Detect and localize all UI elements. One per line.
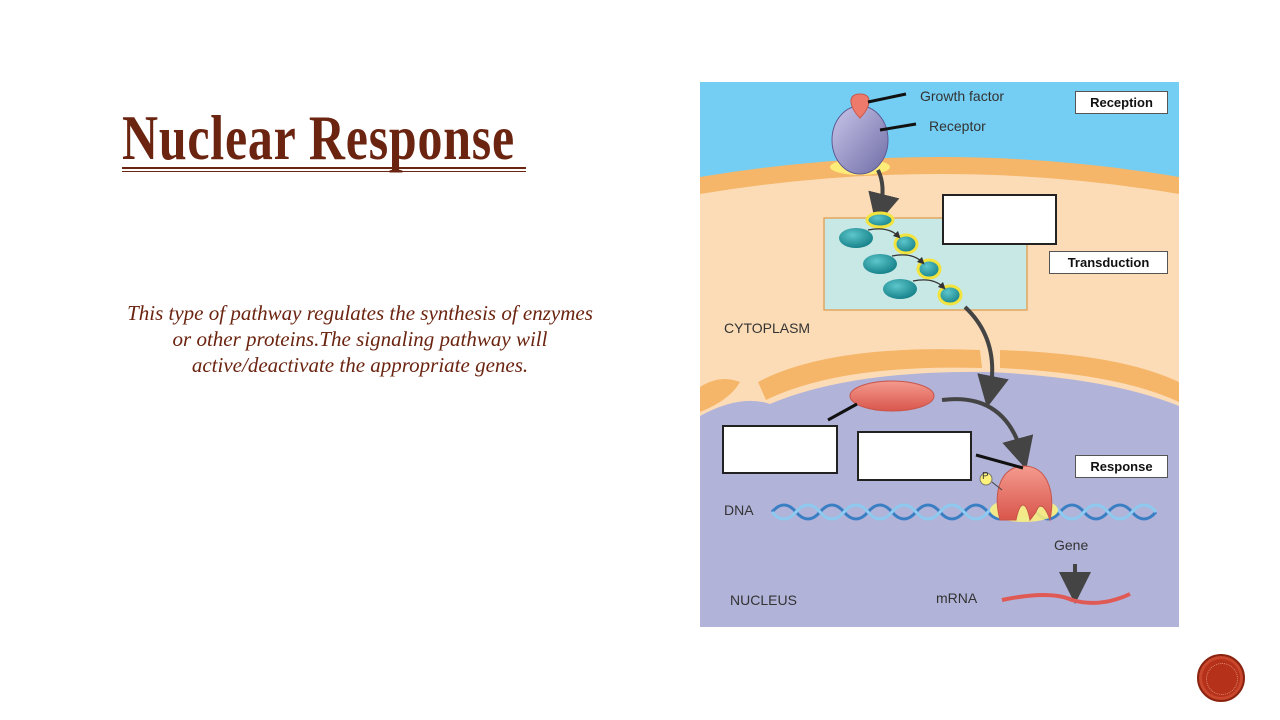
stage-reception-label: Reception (1075, 91, 1168, 114)
growth-factor-label: Growth factor (920, 88, 1005, 104)
nuclear-envelope-center (758, 349, 982, 400)
nuclear-envelope-right (1000, 350, 1179, 402)
blank-label-box-relay (942, 194, 1057, 245)
dna-label: DNA (724, 502, 754, 518)
slide-nav-button[interactable] (1197, 654, 1245, 702)
slide-body-text: This type of pathway regulates the synth… (127, 301, 593, 377)
blank-label-box-active-factor (857, 431, 972, 481)
mrna-label: mRNA (936, 590, 978, 606)
nucleus-label: NUCLEUS (730, 592, 797, 608)
nav-button-ring (1206, 663, 1238, 695)
stage-transduction-label: Transduction (1049, 251, 1168, 274)
receptor-label: Receptor (929, 118, 986, 134)
phosphate-group (979, 472, 993, 486)
cytoplasm-label: CYTOPLASM (724, 320, 811, 336)
diagram-artwork (700, 82, 1179, 627)
title-underline (122, 167, 526, 169)
mrna-strand (1001, 592, 1131, 605)
relay-proteins (839, 211, 963, 306)
dna-helix (770, 503, 1158, 521)
nucleus-region (700, 371, 1179, 627)
title-underline-secondary (122, 171, 526, 172)
growth-factor-shape (850, 93, 870, 119)
stage-response-label: Response (1075, 455, 1168, 478)
gene-label: Gene (1054, 537, 1089, 553)
cell-signaling-diagram: Growth factor Receptor CYTOPLASM DNA Gen… (700, 82, 1179, 627)
active-transcription-factor (996, 465, 1053, 522)
phosphate-label: P (982, 471, 989, 482)
slide-title: Nuclear Response (122, 102, 515, 173)
inactive-transcription-factor (849, 380, 935, 412)
nuclear-envelope-left (700, 378, 740, 412)
blank-label-box-transcription-factor (722, 425, 838, 474)
